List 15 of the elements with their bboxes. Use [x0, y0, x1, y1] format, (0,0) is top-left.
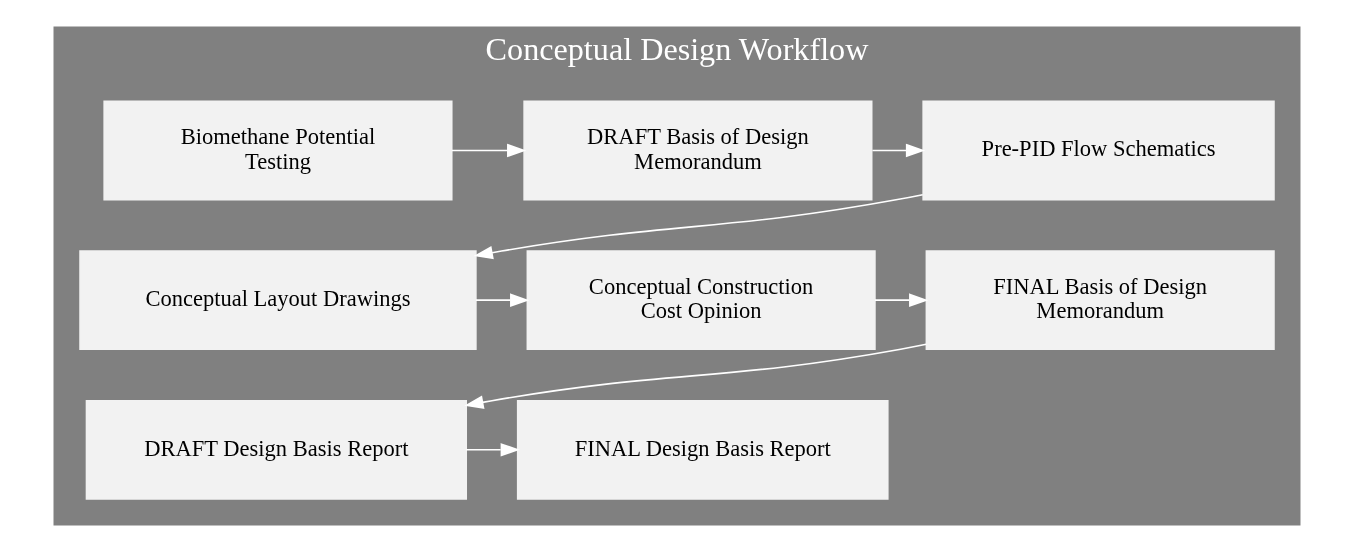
arrow — [474, 293, 529, 307]
arrow — [473, 193, 924, 260]
arrow — [871, 143, 925, 158]
node-box: FINAL Basis of Design Memorandum — [925, 250, 1275, 350]
node-box: DRAFT Basis of Design Memorandum — [522, 100, 872, 201]
node-box: DRAFT Design Basis Report — [85, 399, 467, 500]
arrow — [873, 293, 928, 307]
node-box: FINAL Design Basis Report — [516, 399, 889, 500]
node-box: Conceptual Layout Drawings — [78, 250, 477, 350]
node-box: Conceptual Construction Cost Opinion — [526, 250, 876, 350]
arrow — [464, 443, 520, 457]
node-box: Pre-PID Flow Schematics — [921, 100, 1275, 201]
arrow — [450, 143, 526, 158]
node-box: Biomethane Potential Testing — [102, 100, 453, 201]
arrow — [463, 343, 927, 409]
